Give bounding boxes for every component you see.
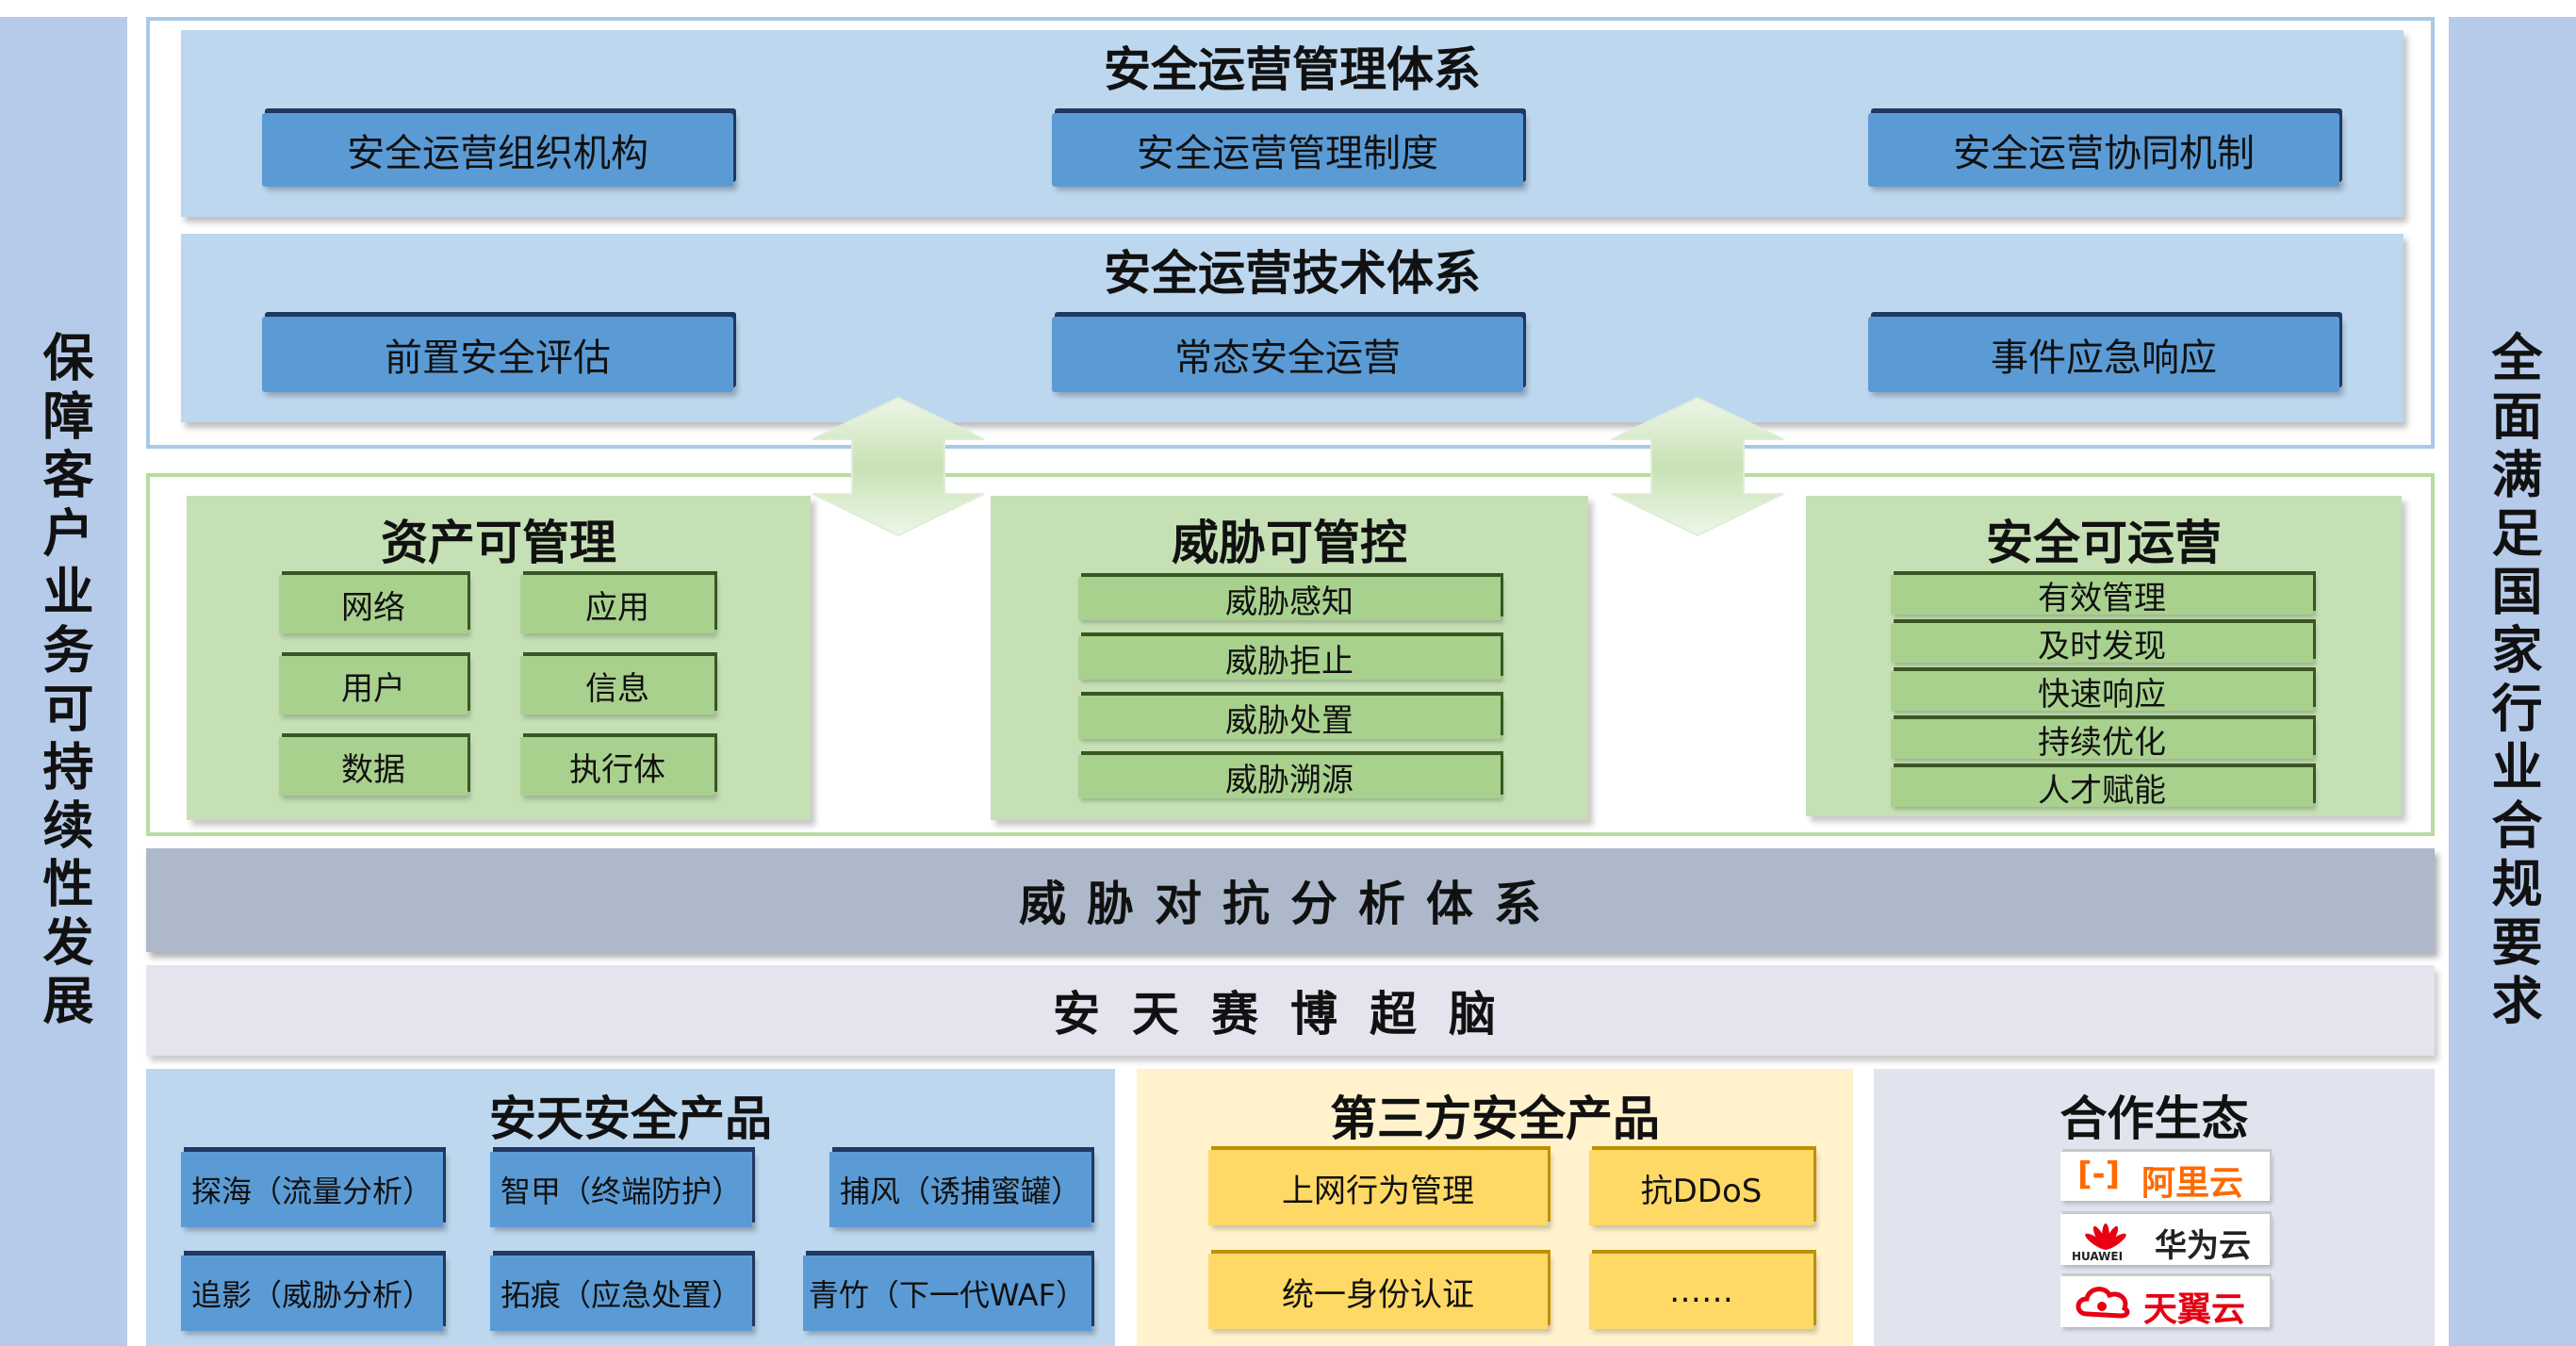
threat-item-denial: 威胁拒止 [1078, 636, 1501, 681]
third-party-identity-auth: 统一身份认证 [1208, 1254, 1548, 1329]
asset-item-application: 应用 [520, 575, 714, 633]
technology-item-operation: 常态安全运营 [1052, 317, 1523, 392]
left-banner: 保障客户业务可持续性发展 [0, 17, 127, 1346]
threat-item-disposal: 威胁处置 [1078, 696, 1501, 740]
double-arrow-left-icon [812, 396, 985, 537]
third-party-behavior-management: 上网行为管理 [1208, 1150, 1548, 1225]
technology-item-response: 事件应急响应 [1868, 317, 2339, 392]
tianyi-cloud-logo-text: 天翼云 [2143, 1290, 2246, 1329]
third-party-anti-ddos: 抗DDoS [1589, 1150, 1813, 1225]
operate-item-talent: 人才赋能 [1891, 767, 2313, 810]
product-zhijia: 智甲（终端防护） [490, 1152, 752, 1227]
asset-title: 资产可管理 [381, 516, 616, 570]
operate-title: 安全可运营 [1986, 516, 2222, 570]
management-item-organization: 安全运营组织机构 [262, 113, 733, 187]
technology-item-assessment: 前置安全评估 [262, 317, 733, 392]
product-bufeng: 捕风（诱捕蜜罐） [829, 1152, 1091, 1227]
asset-item-information: 信息 [520, 656, 714, 714]
threat-title: 威胁可管控 [1172, 516, 1407, 570]
asset-item-user: 用户 [279, 656, 468, 714]
product-qingzhu: 青竹（下一代WAF） [803, 1256, 1091, 1331]
technology-title: 安全运营技术体系 [1104, 246, 1481, 301]
aliyun-logo-text: 阿里云 [2141, 1164, 2244, 1203]
huawei-logo-text: 华为云 [2155, 1227, 2251, 1265]
tianyi-cloud-logo: 天翼云 [2060, 1276, 2270, 1329]
aliyun-logo-icon: [-] [2077, 1156, 2121, 1193]
operate-item-management: 有效管理 [1891, 575, 2313, 617]
asset-item-data: 数据 [279, 737, 468, 796]
management-title: 安全运营管理体系 [1104, 42, 1481, 97]
threat-item-perception: 威胁感知 [1078, 577, 1501, 621]
right-banner: 全面满足国家行业合规要求 [2449, 17, 2576, 1346]
management-item-policy: 安全运营管理制度 [1052, 113, 1523, 187]
threat-analysis-band: 威胁对抗分析体系 [146, 848, 2435, 952]
huawei-logo-mark: HUAWEI [2072, 1250, 2124, 1263]
product-zhuiying: 追影（威胁分析） [181, 1256, 443, 1331]
third-party-more: …… [1589, 1254, 1813, 1329]
huawei-logo-icon [2085, 1223, 2126, 1250]
tianyi-cloud-logo-icon [2076, 1287, 2130, 1319]
double-arrow-right-icon [1611, 396, 1784, 537]
operate-item-response: 快速响应 [1891, 671, 2313, 714]
third-party-title: 第三方安全产品 [1330, 1092, 1660, 1146]
asset-item-executor: 执行体 [520, 737, 714, 796]
management-item-coordination: 安全运营协同机制 [1868, 113, 2339, 187]
aliyun-logo: [-] 阿里云 [2060, 1152, 2270, 1203]
product-tanhai: 探海（流量分析） [181, 1152, 443, 1227]
antiy-products-title: 安天安全产品 [489, 1092, 772, 1146]
product-tuohen: 拓痕（应急处置） [490, 1256, 752, 1331]
huawei-logo: HUAWEI 华为云 [2060, 1214, 2270, 1265]
cyber-brain-band: 安天赛博超脑 [146, 965, 2435, 1056]
asset-item-network: 网络 [279, 575, 468, 633]
operate-item-optimization: 持续优化 [1891, 719, 2313, 762]
threat-item-tracing: 威胁溯源 [1078, 755, 1501, 799]
operate-item-discovery: 及时发现 [1891, 623, 2313, 665]
ecosystem-title: 合作生态 [2059, 1092, 2249, 1146]
